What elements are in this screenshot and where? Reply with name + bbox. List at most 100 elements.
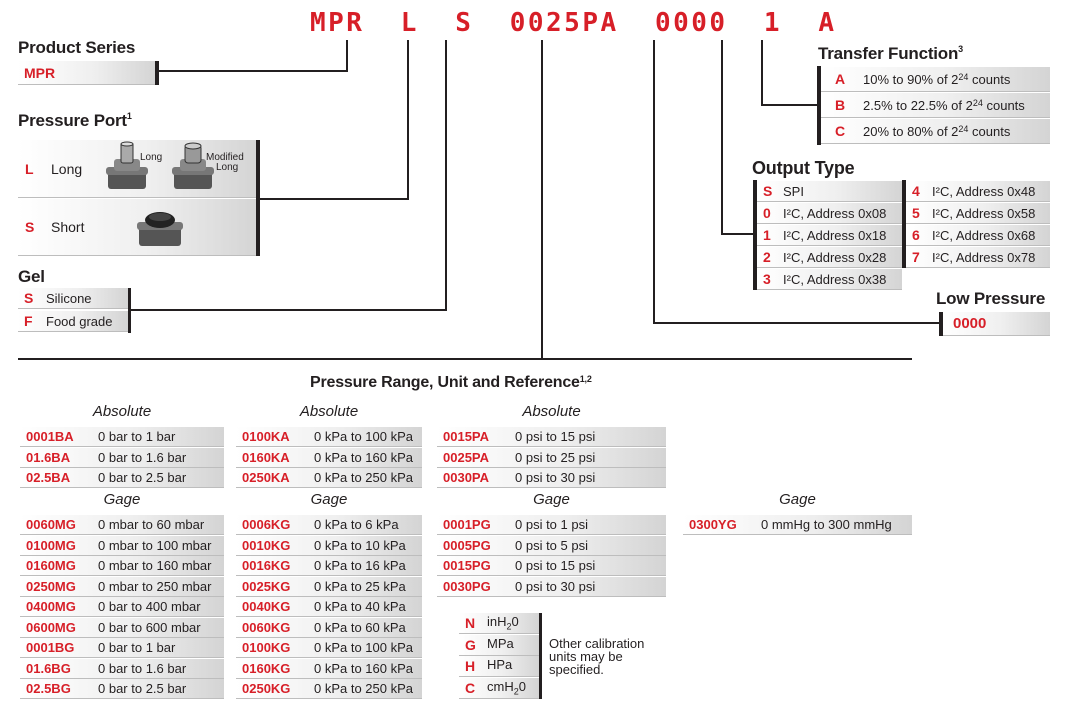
code-output: 1 bbox=[763, 8, 783, 38]
gel-key-food: F bbox=[24, 313, 33, 329]
units-note: units may be bbox=[549, 649, 623, 664]
range-desc: 0 bar to 1 bar bbox=[98, 429, 176, 444]
transfer-key: B bbox=[835, 97, 846, 113]
output-label: I²C, Address 0x58 bbox=[932, 205, 1036, 221]
modified-image-label-2: Long bbox=[216, 162, 239, 173]
transfer-bar bbox=[817, 66, 821, 145]
unit-key: H bbox=[465, 658, 476, 674]
output-key: 4 bbox=[912, 183, 920, 199]
units-note: specified. bbox=[549, 662, 604, 677]
range-code: 0400MG bbox=[26, 599, 76, 614]
conn-port-h bbox=[258, 198, 409, 200]
range-desc: 0 kPa to 100 kPa bbox=[314, 429, 414, 444]
absolute-label: Absolute bbox=[522, 403, 581, 420]
range-code: 0250KA bbox=[242, 470, 290, 485]
range-desc: 0 psi to 1 psi bbox=[515, 517, 588, 532]
range-code: 0015PA bbox=[443, 429, 490, 444]
output-key: 1 bbox=[763, 227, 771, 243]
port-key-short: S bbox=[25, 219, 35, 235]
transfer-desc-post: counts bbox=[968, 123, 1011, 139]
range-desc: 0 psi to 5 psi bbox=[515, 537, 588, 553]
unit-key: C bbox=[465, 679, 476, 696]
range-desc: 0 kPa to 40 kPa bbox=[314, 599, 406, 614]
range-code: 01.6BG bbox=[26, 660, 71, 676]
gage-label: Gage bbox=[533, 491, 570, 508]
conn-transfer-v bbox=[761, 40, 763, 106]
range-code: 0100MG bbox=[26, 537, 76, 553]
gel-title: Gel bbox=[18, 267, 45, 286]
range-code: 0160KA bbox=[242, 449, 290, 465]
range-code: 0025PA bbox=[443, 449, 490, 465]
range-desc: 0 psi to 15 psi bbox=[515, 558, 596, 573]
range-code: 0010KG bbox=[242, 537, 291, 553]
conn-low-h bbox=[653, 322, 939, 324]
unit-label: cmH20 bbox=[487, 679, 526, 697]
transfer-function-title: Transfer Function3 bbox=[818, 44, 963, 63]
port-key-long: L bbox=[25, 160, 34, 177]
gage-label: Gage bbox=[310, 491, 348, 508]
range-desc: 0 bar to 600 mbar bbox=[98, 619, 201, 635]
code-series: MPR bbox=[310, 8, 365, 38]
range-code: 0160KG bbox=[242, 660, 291, 676]
port-label-long: Long bbox=[51, 160, 83, 177]
unit-label-pre: MPa bbox=[487, 635, 514, 651]
range-code: 0016KG bbox=[242, 558, 291, 573]
code-transfer: A bbox=[818, 8, 837, 38]
gel-row-food: F Food grade bbox=[18, 311, 128, 332]
absolute-label: Absolute bbox=[92, 403, 152, 420]
conn-series-h bbox=[158, 70, 348, 72]
range-desc: 0 bar to 1.6 bar bbox=[98, 660, 187, 676]
range-desc: 0 kPa to 60 kPa bbox=[314, 619, 406, 635]
unit-label-sub: 2 bbox=[506, 621, 512, 632]
conn-gel-h bbox=[130, 309, 447, 311]
range-desc: 0 psi to 30 psi bbox=[515, 578, 596, 594]
output-label: I²C, Address 0x78 bbox=[932, 249, 1036, 265]
range-desc: 0 bar to 2.5 bar bbox=[98, 470, 187, 485]
unit-label-post: 0 bbox=[511, 614, 519, 630]
conn-series-v bbox=[346, 40, 348, 72]
code-port: L bbox=[400, 8, 419, 38]
range-code: 0001BA bbox=[26, 429, 74, 444]
output-label: I²C, Address 0x48 bbox=[932, 183, 1036, 199]
unit-label-pre: inH bbox=[487, 614, 507, 630]
unit-label-sub: 2 bbox=[513, 686, 519, 697]
range-code: 0005PG bbox=[443, 537, 491, 553]
conn-range-v bbox=[541, 40, 543, 360]
range-code: 02.5BG bbox=[26, 681, 71, 696]
range-code: 0060KG bbox=[242, 619, 291, 635]
transfer-desc-post: counts bbox=[968, 71, 1011, 87]
conn-low-v bbox=[653, 40, 655, 324]
range-code: 0030PG bbox=[443, 578, 491, 594]
unit-label-pre: cmH bbox=[487, 678, 514, 694]
transfer-desc-pre: 2.5% to 22.5% of 2 bbox=[863, 97, 973, 113]
range-code: 0250MG bbox=[26, 578, 76, 594]
range-code: 0160MG bbox=[26, 558, 76, 573]
pressure-range-row: 0005PG 0 psi to 5 psi bbox=[437, 535, 666, 556]
code-range: 0025PA bbox=[509, 8, 619, 38]
modified-long-sensor-image bbox=[172, 142, 214, 189]
low-pressure-bar bbox=[939, 312, 943, 336]
output-key: 6 bbox=[912, 227, 920, 243]
range-desc: 0 bar to 1.6 bar bbox=[98, 449, 187, 465]
range-code: 0006KG bbox=[242, 517, 291, 532]
